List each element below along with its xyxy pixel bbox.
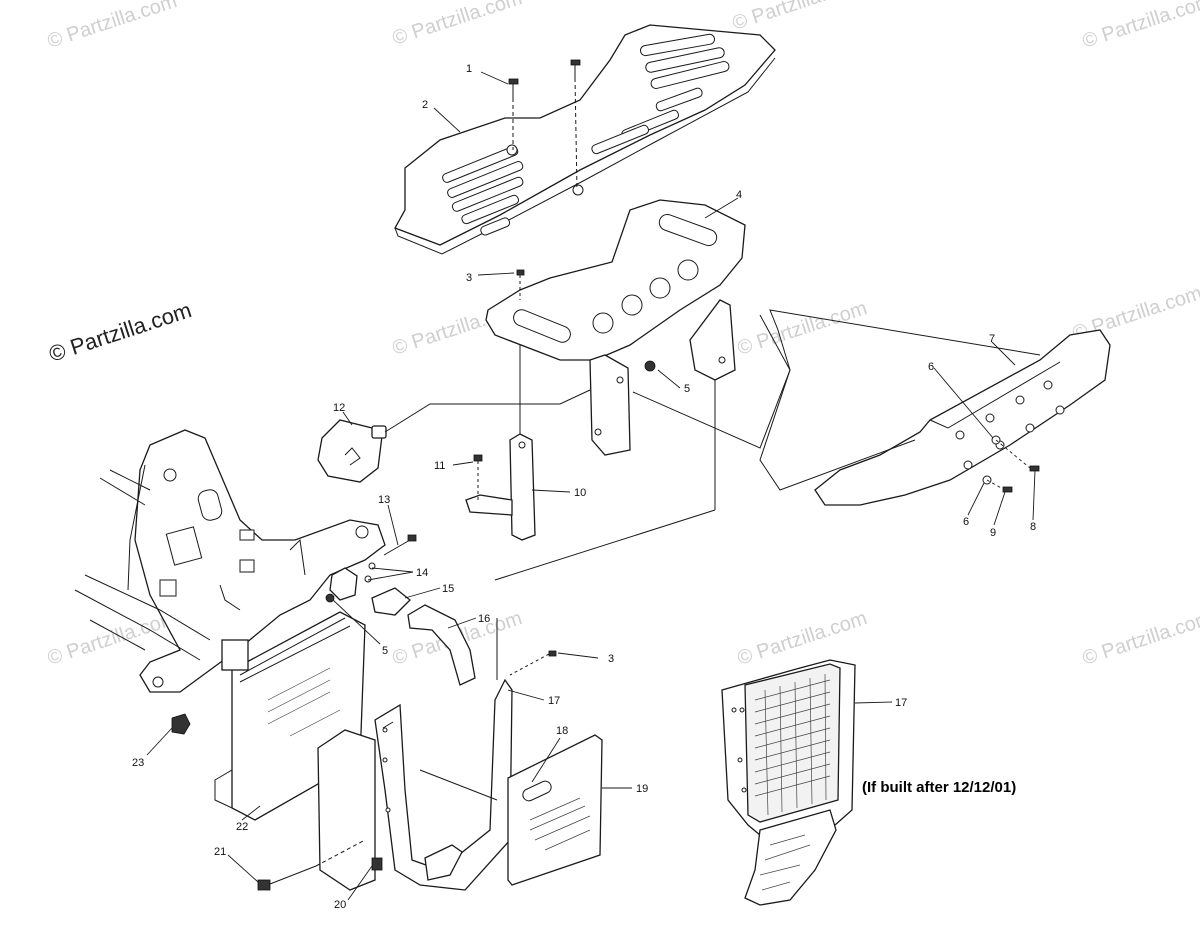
build-date-note: (If built after 12/12/01) bbox=[862, 779, 1016, 796]
callout-4: 4 bbox=[736, 189, 742, 201]
callout-17: 17 bbox=[548, 695, 560, 707]
callout-15: 15 bbox=[442, 583, 454, 595]
upper-rack bbox=[394, 24, 776, 255]
callout-2: 2 bbox=[422, 99, 428, 111]
callout-23: 23 bbox=[132, 757, 144, 769]
callout-5: 5 bbox=[382, 645, 388, 657]
rack-bolts bbox=[508, 59, 581, 191]
mount-parts bbox=[325, 534, 476, 686]
nut-5-upper bbox=[644, 360, 656, 372]
watermark: © Partzilla.com bbox=[1080, 607, 1200, 670]
screw-3-upper bbox=[516, 269, 525, 276]
callout-labels: 1 2 3 3 4 5 5 6 6 7 8 9 10 11 12 13 14 1… bbox=[132, 63, 1036, 911]
callout-11: 11 bbox=[434, 460, 445, 472]
callout-10: 10 bbox=[574, 487, 586, 499]
callout-6: 6 bbox=[963, 516, 969, 528]
callout-16: 16 bbox=[478, 613, 490, 625]
callout-6: 6 bbox=[928, 361, 934, 373]
rack-support bbox=[485, 199, 746, 456]
nut-23 bbox=[171, 713, 191, 735]
callout-12: 12 bbox=[333, 402, 345, 414]
light-assembly bbox=[317, 419, 387, 483]
callout-17: 17 bbox=[895, 697, 907, 709]
callout-18: 18 bbox=[556, 725, 568, 737]
callout-8: 8 bbox=[1030, 521, 1036, 533]
mount-bracket bbox=[465, 433, 536, 541]
callout-22: 22 bbox=[236, 821, 248, 833]
callout-9: 9 bbox=[990, 527, 996, 539]
watermark: © Partzilla.com bbox=[1080, 0, 1200, 53]
vehicle-frame bbox=[74, 429, 386, 693]
screw-3-lower bbox=[548, 650, 557, 657]
inset-guard-alternate bbox=[721, 659, 856, 906]
callout-21: 21 bbox=[214, 846, 226, 858]
watermark: © Partzilla.com bbox=[735, 297, 870, 360]
watermark: © Partzilla.com bbox=[390, 0, 525, 50]
watermark: © Partzilla.com bbox=[735, 607, 870, 670]
callout-3: 3 bbox=[466, 272, 472, 284]
bolt-21 bbox=[257, 839, 366, 891]
bumper-hardware bbox=[982, 435, 1040, 493]
callout-14: 14 bbox=[416, 567, 428, 579]
callout-1: 1 bbox=[466, 63, 472, 75]
callout-13: 13 bbox=[378, 494, 390, 506]
callout-3: 3 bbox=[608, 653, 614, 665]
callout-19: 19 bbox=[636, 783, 648, 795]
front-bumper bbox=[814, 329, 1111, 506]
step-guard bbox=[374, 678, 513, 891]
side-plate bbox=[317, 729, 383, 891]
radiator-cover bbox=[507, 734, 603, 886]
assembly-line bbox=[632, 309, 1041, 449]
leader-lines bbox=[146, 71, 1036, 901]
callout-7: 7 bbox=[989, 333, 995, 345]
callout-5: 5 bbox=[684, 383, 690, 395]
watermark: © Partzilla.com bbox=[45, 0, 180, 53]
callout-20: 20 bbox=[334, 899, 346, 911]
screw-11 bbox=[473, 454, 483, 462]
watermark-main: © Partzilla.com bbox=[46, 297, 195, 367]
watermark: © Partzilla.com bbox=[730, 0, 865, 35]
